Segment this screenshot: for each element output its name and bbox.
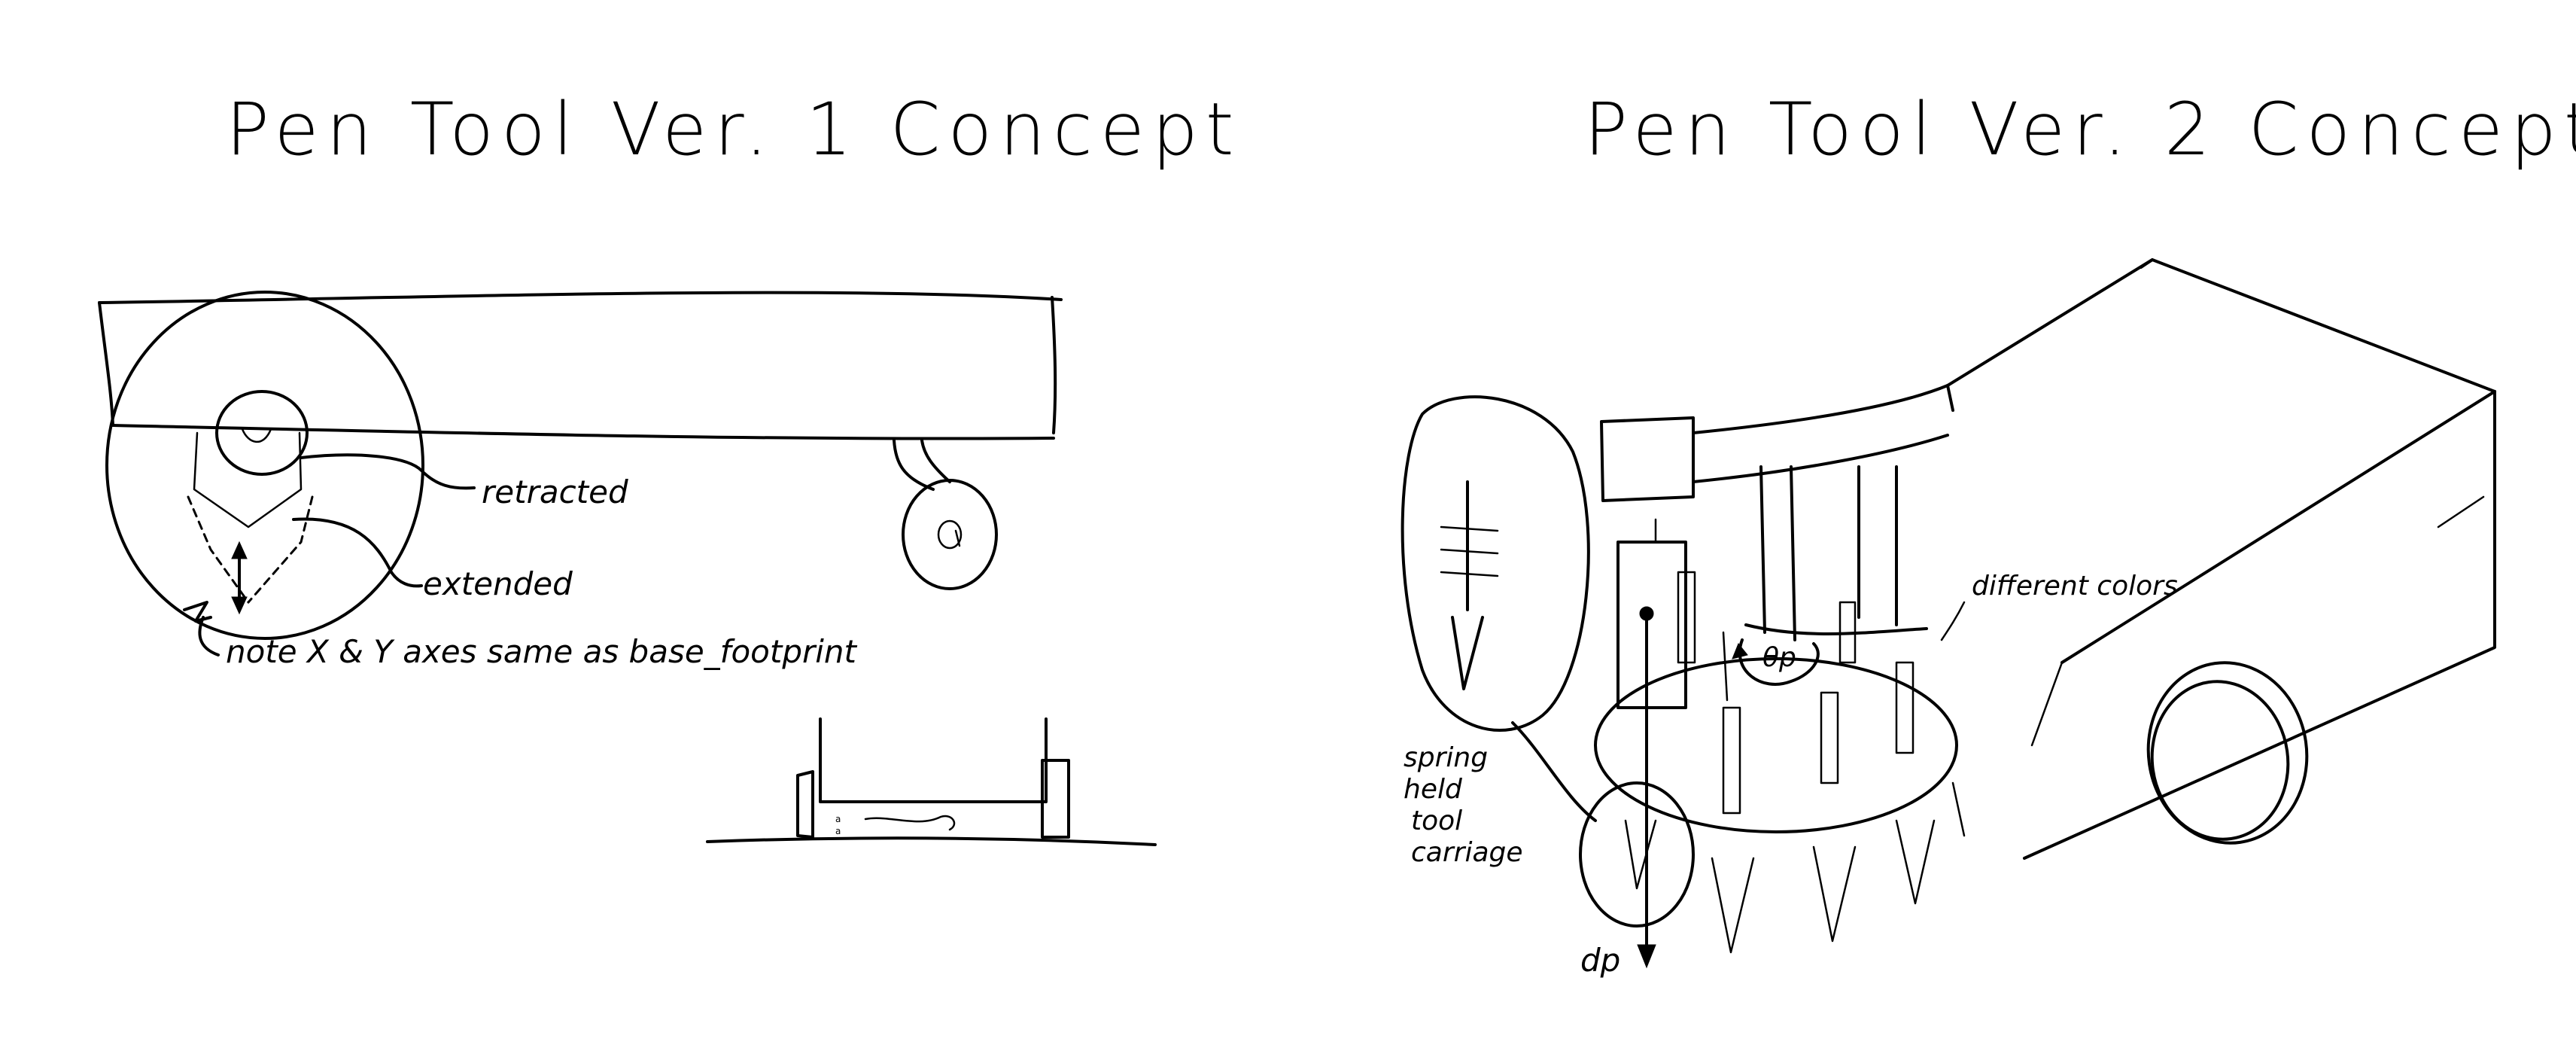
label-spring-0: spring [1404,742,1488,773]
label-retracted: retracted [482,474,628,510]
pen-retracted-body [187,431,314,604]
label-different-colors: different colors [1972,571,2178,602]
side-view-detail: a a [706,717,1157,846]
selected-tool-circle [1579,781,1695,928]
note-text: note X & Y axes same as base_footprint [226,633,858,670]
caster-wheel [893,439,998,590]
concept-2-group: Pen Tool Ver. 2 Concept [1401,87,2576,979]
extended-pointer [292,517,423,588]
label-extended: extended [423,565,573,602]
pen-tips [1624,781,1966,954]
detail-tiny-b: a [835,826,841,836]
note-pointer [198,616,220,656]
concept-1-title: Pen Tool Ver. 1 Concept [226,87,1241,172]
arm-top-box [1600,384,1949,502]
label-spring-3: carriage [1411,837,1523,868]
hub-mark [241,428,272,443]
rotation-arrow: θp [1732,638,1820,686]
label-spring-2: tool [1411,806,1462,836]
robot-wheel-2 [2146,661,2309,845]
label-theta: θp [1762,642,1796,673]
extend-arrow [231,541,248,615]
tool-rods [1677,571,1915,815]
wheel-hub [215,390,309,476]
robot-body-3d [1946,258,2496,860]
label-dp: dp [1580,942,1620,979]
robot-base-bar [98,291,1063,440]
wheel-1-outline [105,291,424,640]
callout-bubble [1401,395,1597,822]
detail-tiny-a: a [835,814,841,824]
label-spring-1: held [1404,774,1463,805]
colors-pointer [1940,601,1966,641]
carousel-structure [1594,465,1958,833]
retracted-pointer [300,453,476,490]
concept-1-group: Pen Tool Ver. 1 Concept retracted [98,87,1241,846]
concept-2-title: Pen Tool Ver. 2 Concept [1584,87,2576,172]
